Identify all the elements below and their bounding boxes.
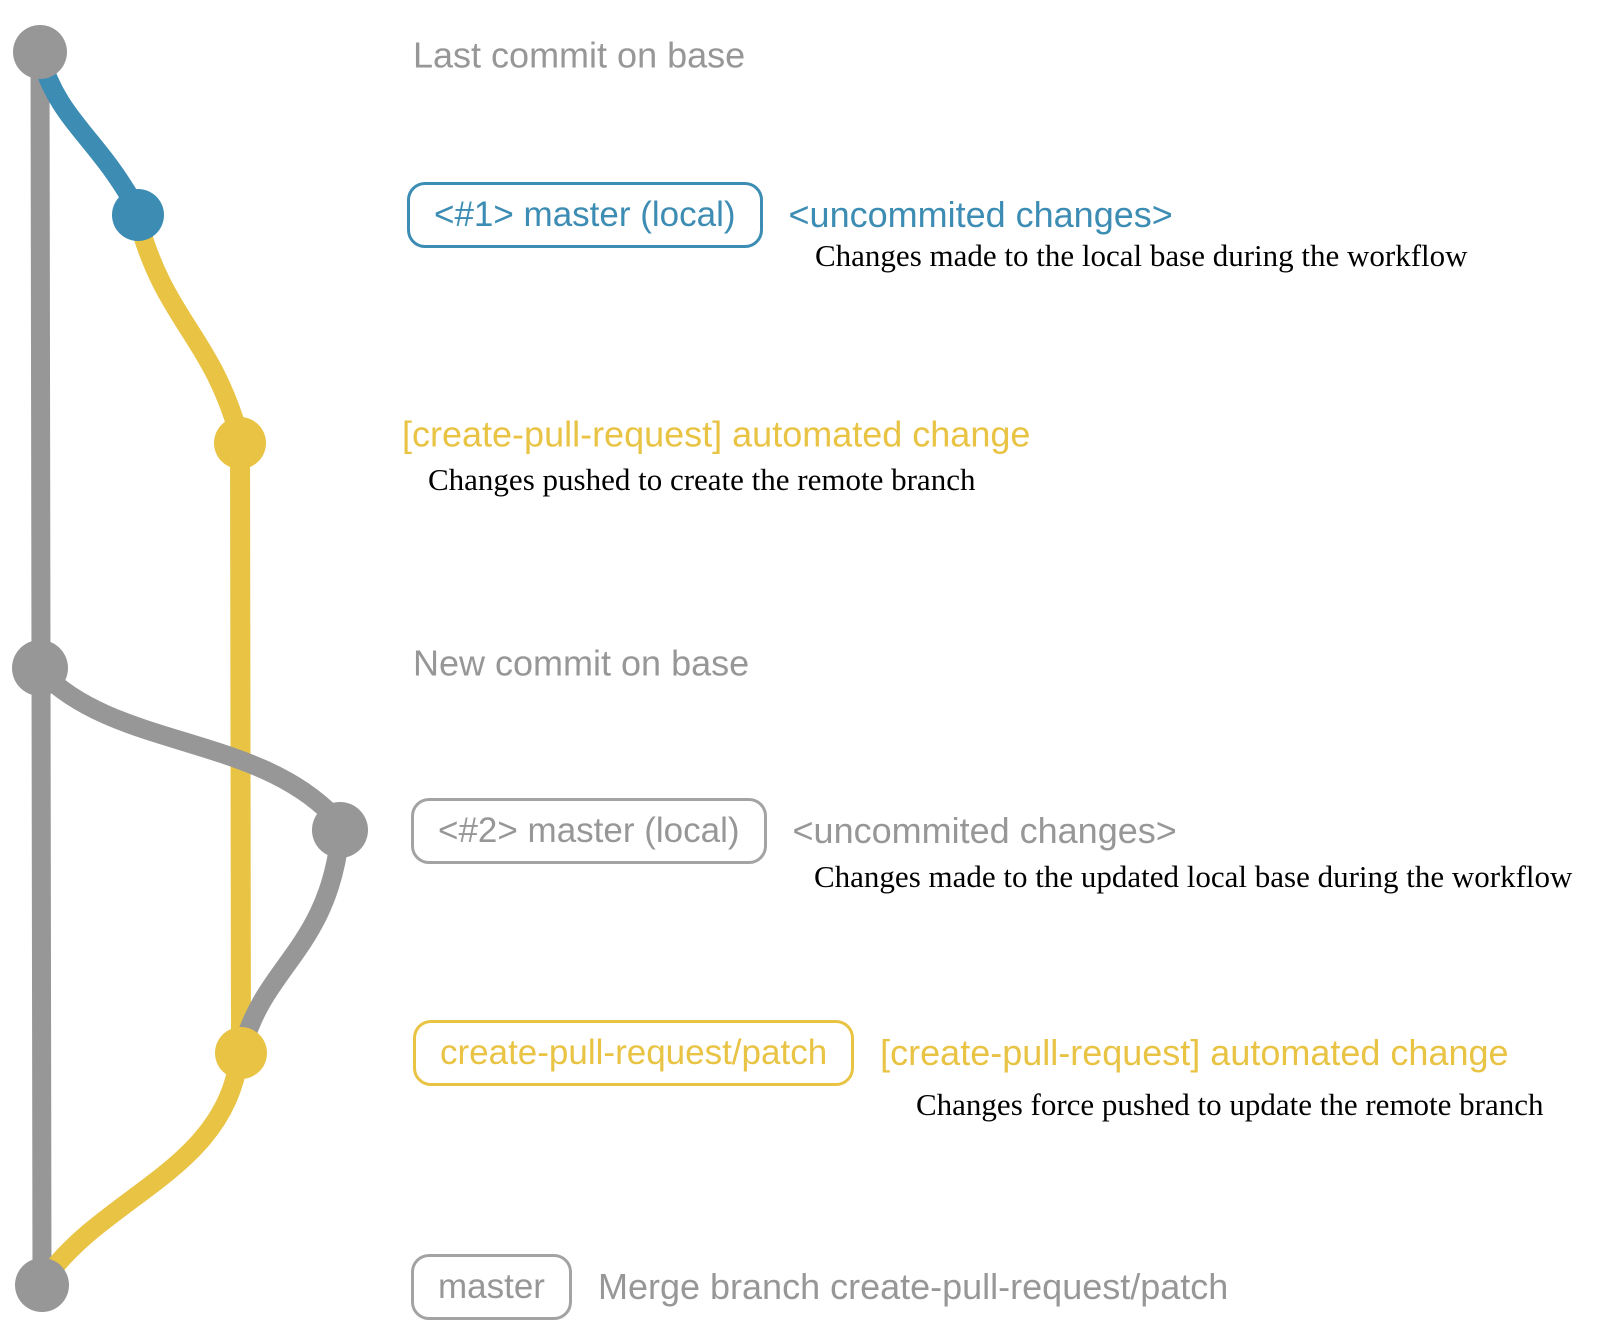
- branch-tag: <#2> master (local): [411, 798, 767, 864]
- commit-dot-patch-2: [215, 1027, 267, 1079]
- patch-merge-curve: [36, 1048, 249, 1288]
- commit-dot-local-2: [312, 802, 368, 858]
- commit-message: [create-pull-request] automated change: [402, 413, 1031, 455]
- commit-note: Changes made to the updated local base d…: [814, 859, 1573, 894]
- commit-label: New commit on base: [413, 642, 750, 684]
- commit-row-local-2: <#2> master (local) <uncommited changes>: [411, 798, 1177, 864]
- commit-row-merge: master Merge branch create-pull-request/…: [411, 1254, 1228, 1320]
- commit-label: Last commit on base: [413, 34, 746, 76]
- commit-row-patch-1: [create-pull-request] automated change: [402, 412, 1030, 455]
- branch-tag: <#1> master (local): [407, 182, 763, 248]
- commit-message: <uncommited changes>: [788, 194, 1173, 236]
- commit-note: Changes pushed to create the remote bran…: [428, 462, 976, 497]
- local-master-1-curve: [30, 45, 144, 214]
- commit-note: Changes force pushed to update the remot…: [916, 1087, 1544, 1122]
- commit-row-last-base: Last commit on base: [413, 33, 745, 76]
- base-new-commit-curve: [32, 662, 343, 826]
- commit-row-local-1: <#1> master (local) <uncommited changes>: [407, 182, 1173, 248]
- patch-branch-curve: [128, 210, 248, 442]
- commit-note: Changes made to the local base during th…: [815, 238, 1468, 273]
- patch-branch-line: [230, 433, 251, 1060]
- local-master-2-curve: [235, 826, 350, 1050]
- commit-dot-new-base: [12, 640, 68, 696]
- commit-message: <uncommited changes>: [792, 810, 1177, 852]
- commit-row-new-base: New commit on base: [413, 641, 749, 684]
- branch-tag: create-pull-request/patch: [413, 1020, 855, 1086]
- commit-row-patch-2: create-pull-request/patch [create-pull-r…: [413, 1020, 1509, 1086]
- commit-dot-merge: [15, 1258, 69, 1312]
- commit-dot-local-1: [112, 189, 164, 241]
- commit-dot-patch-1: [214, 417, 266, 469]
- branch-tag: master: [411, 1254, 572, 1320]
- commit-message: Merge branch create-pull-request/patch: [597, 1266, 1229, 1308]
- commit-message: [create-pull-request] automated change: [880, 1032, 1509, 1074]
- commit-dot-last-base: [13, 25, 67, 79]
